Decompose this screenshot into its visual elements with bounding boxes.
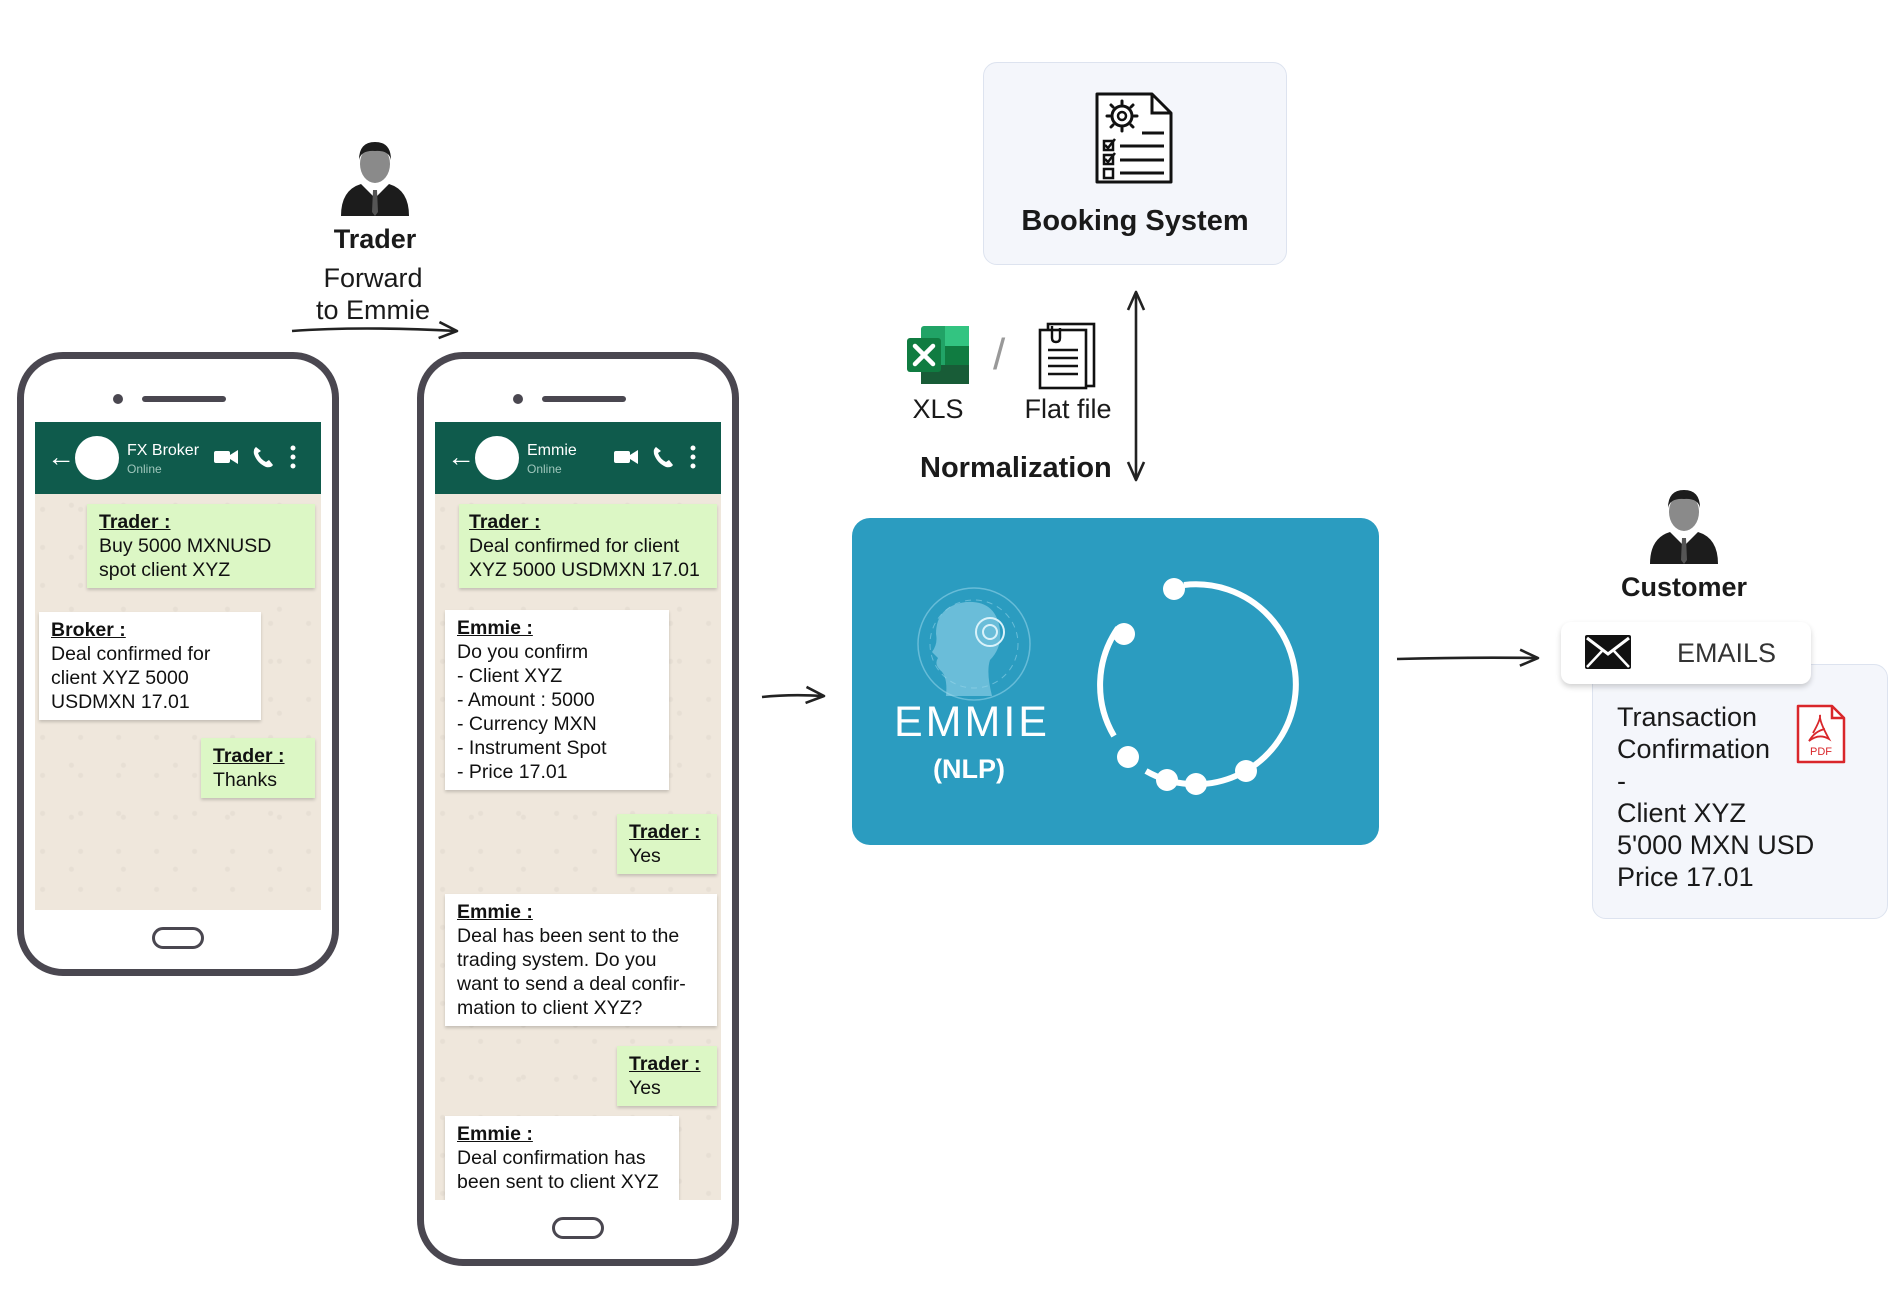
flat-file-label: Flat file [1024,394,1112,424]
message-sender: Trader : [213,745,285,767]
video-call-icon[interactable] [213,444,239,470]
message-emmie-sent: Emmie : Deal has been sent to the tradin… [445,894,717,1026]
message-broker-confirm: Broker : Deal confirmed for client XYZ 5… [39,612,261,720]
format-separator: / [993,330,1006,379]
excel-icon [907,326,969,384]
phone-call-icon[interactable] [651,444,675,470]
menu-dots-icon[interactable] [689,444,697,470]
avatar[interactable] [75,436,119,480]
email-body: Transaction Confirmation - Client XYZ 5'… [1617,702,1815,892]
emmie-to-customer-arrow [1396,648,1540,667]
emmie-wordmark: EMMIE [894,698,1050,746]
message-text: Yes [629,1077,661,1099]
speaker-grille [142,396,226,402]
speaker-grille [542,396,626,402]
contact-name: FX Broker [127,442,200,459]
chat-screen: ← FX Broker Online Trader : Buy 5000 MXN… [35,422,321,910]
message-text: Deal confirmed for client XYZ 5000 USDMX… [51,643,211,713]
message-sender: Broker : [51,619,126,641]
emails-tab[interactable]: EMAILS [1561,622,1811,684]
xls-label: XLS [912,394,964,424]
message-trader-buy: Trader : Buy 5000 MXNUSD spot client XYZ [87,504,315,588]
message-trader-thanks: Trader : Thanks [201,738,315,798]
message-emmie-done: Emmie : Deal confirmation has been sent … [445,1116,679,1200]
video-call-icon[interactable] [613,444,639,470]
normalization-label: Normalization [920,452,1112,484]
home-button[interactable] [552,1217,604,1239]
customer-label: Customer [1620,572,1748,602]
envelope-icon [1585,635,1631,669]
document-gear-icon [1095,92,1173,184]
booking-system-title: Booking System [1021,205,1249,237]
home-button[interactable] [152,927,204,949]
avatar[interactable] [475,436,519,480]
message-text: Deal has been sent to the trading system… [457,925,686,1019]
emmie-phone: ← Emmie Online Trader : Deal confirmed f… [417,352,739,1266]
workflow-cycle-icon [1097,578,1299,795]
message-sender: Trader : [629,821,701,843]
emails-label: EMAILS [1677,638,1777,668]
message-emmie-confirm-request: Emmie : Do you confirm - Client XYZ - Am… [445,610,669,790]
customer-person-icon [1650,490,1718,564]
phone-to-emmie-arrow [761,685,826,705]
forward-caption: Forward to Emmie [315,263,431,325]
phone-call-icon[interactable] [251,444,275,470]
back-arrow-icon[interactable]: ← [447,441,475,472]
ai-head-icon [917,587,1031,701]
contact-name: Emmie [527,442,577,459]
contact-status: Online [127,462,162,476]
chat-header: ← FX Broker Online [35,422,321,494]
message-sender: Trader : [99,511,171,533]
message-sender: Trader : [469,511,541,533]
message-sender: Trader : [629,1053,701,1075]
pdf-label: PDF [1810,746,1832,758]
message-sender: Emmie : [457,1123,533,1145]
pdf-icon: PDF [1796,704,1846,764]
trader-person-icon [341,142,409,216]
message-trader-deal: Trader : Deal confirmed for client XYZ 5… [459,504,717,588]
message-trader-yes: Trader : Yes [617,1046,717,1106]
message-text: Deal confirmed for client XYZ 5000 USDMX… [469,535,700,581]
emmie-nlp-engine: EMMIE (NLP) [852,518,1379,845]
email-card: Transaction Confirmation - Client XYZ 5'… [1592,664,1888,919]
trader-label: Trader [333,224,417,254]
message-sender: Emmie : [457,901,533,923]
menu-dots-icon[interactable] [289,444,297,470]
message-trader-yes: Trader : Yes [617,814,717,874]
message-text: Deal confirmation has been sent to clien… [457,1147,659,1193]
emmie-subtitle: (NLP) [933,754,1005,784]
broker-phone: ← FX Broker Online Trader : Buy 5000 MXN… [17,352,339,976]
front-camera [113,394,123,404]
flat-file-icon [1038,322,1096,390]
message-text: Buy 5000 MXNUSD spot client XYZ [99,535,272,581]
chat-screen: ← Emmie Online Trader : Deal confirmed f… [435,422,721,1200]
front-camera [513,394,523,404]
chat-header: ← Emmie Online [435,422,721,494]
message-text: Thanks [213,769,277,791]
back-arrow-icon[interactable]: ← [47,441,75,472]
contact-status: Online [527,462,562,476]
forward-arrow [291,320,459,340]
message-sender: Emmie : [457,617,533,639]
message-text: Do you confirm - Client XYZ - Amount : 5… [457,641,607,783]
message-text: Yes [629,845,661,867]
booking-system-card: Booking System [983,62,1287,265]
